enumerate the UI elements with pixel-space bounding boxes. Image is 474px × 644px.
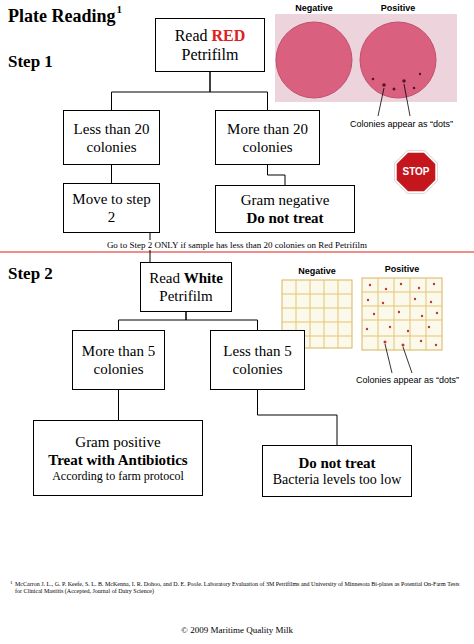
process-box: Move to step 2 (63, 183, 160, 233)
connector (111, 165, 112, 183)
note: Go to Step 2 ONLY if sample has less tha… (105, 240, 369, 250)
stop-sign-rim (395, 151, 438, 194)
connector (118, 390, 119, 420)
white-petrifilm-positive (362, 278, 442, 350)
box-text: Do not treat (246, 209, 323, 227)
process-box: More than 20 colonies (215, 110, 320, 165)
colony-dots (372, 73, 421, 91)
box-text: Do not treat (298, 454, 375, 472)
step-label: Step 2 (8, 264, 53, 284)
footnote: McCarron J. L., G. P. Keefe, S. L. B. Mc… (15, 581, 465, 595)
image-label: Positive (385, 264, 420, 274)
process-box: Do not treatBacteria levels too low (262, 445, 412, 497)
box-text: According to farm protocol (52, 469, 184, 483)
box-text: Treat with Antibiotics (48, 451, 187, 469)
title: Plate Reading (8, 6, 116, 27)
connector (268, 165, 286, 185)
stop-sign (396, 152, 437, 193)
copyright: © 2009 Maritime Quality Milk (181, 625, 293, 635)
box-text: Less than 20 colonies (70, 120, 153, 156)
red-petrifilm-positive (360, 22, 436, 98)
process-box: Read RED Petrifilm (155, 18, 265, 72)
box-text: Read RED Petrifilm (162, 26, 258, 64)
connector (258, 390, 338, 445)
box-text: More than 20 colonies (222, 120, 313, 156)
colony-dots (366, 283, 438, 347)
box-text: More than 5 colonies (79, 342, 158, 378)
process-box: Less than 20 colonies (63, 110, 160, 165)
box-text: Read White Petrifilm (147, 269, 225, 305)
box-text: Gram negative (241, 191, 330, 209)
connector (119, 312, 187, 330)
process-box: Less than 5 colonies (210, 330, 305, 390)
process-box: Gram positiveTreat with AntibioticsAccor… (33, 420, 203, 496)
divider-line (0, 251, 474, 252)
process-box: Gram negativeDo not treat (215, 185, 355, 233)
box-text: Gram positive (75, 433, 160, 451)
petrifilm-photo (275, 14, 457, 102)
caption: Colonies appear as “dots” (350, 119, 453, 129)
leader-line (378, 84, 410, 116)
process-box: Read White Petrifilm (140, 262, 232, 312)
red-petrifilm-negative (276, 22, 352, 98)
grid-lines (362, 278, 442, 350)
image-label: Positive (381, 3, 416, 13)
box-text: Move to step 2 (70, 190, 153, 226)
stop-text: STOP (402, 166, 429, 178)
connector (186, 312, 258, 330)
image-label: Negative (295, 3, 333, 13)
box-text: Less than 5 colonies (217, 342, 298, 378)
footnote-marker: 1 (117, 3, 123, 16)
connector (210, 72, 268, 110)
step-label: Step 1 (8, 52, 53, 72)
connector (112, 72, 211, 110)
box-text: Bacteria levels too low (273, 472, 402, 489)
footnote-marker: 1 (10, 580, 13, 586)
leader-line (385, 344, 412, 373)
image-label: Negative (298, 266, 336, 276)
process-box: More than 5 colonies (72, 330, 165, 390)
caption: Colonies appear as “dots” (356, 375, 459, 385)
